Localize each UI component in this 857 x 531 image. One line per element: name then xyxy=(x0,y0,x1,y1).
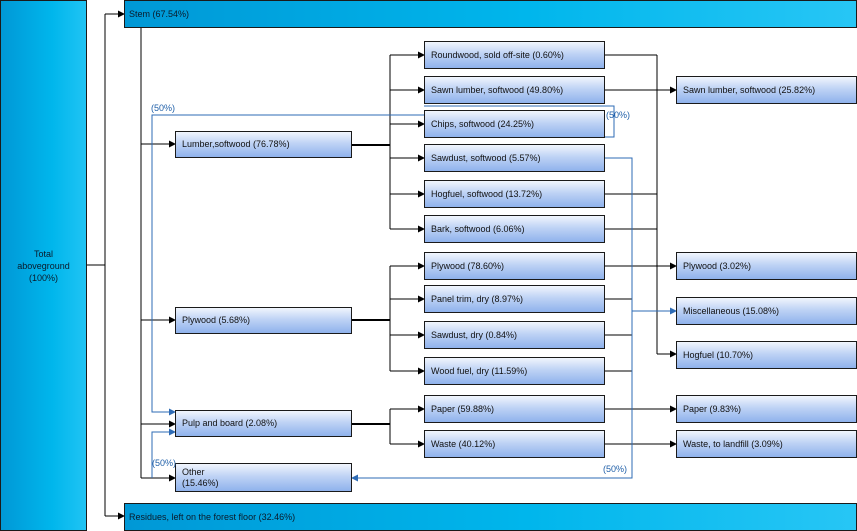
node-waste: Waste (40.12%) xyxy=(424,430,605,458)
node-hogfuel-softwood: Hogfuel, softwood (13.72%) xyxy=(424,180,605,208)
node-pulp-and-board: Pulp and board (2.08%) xyxy=(175,410,352,437)
node-sawn-lumber: Sawn lumber, softwood (49.80%) xyxy=(424,76,605,104)
final-sawn-lumber: Sawn lumber, softwood (25.82%) xyxy=(676,76,857,104)
final-hogfuel: Hogfuel (10.70%) xyxy=(676,341,857,369)
node-plywood-product-label: Plywood (78.60%) xyxy=(431,260,505,271)
node-bark-label: Bark, softwood (6.06%) xyxy=(431,223,525,234)
node-panel-trim: Panel trim, dry (8.97%) xyxy=(424,285,605,313)
node-chips-label: Chips, softwood (24.25%) xyxy=(431,118,535,129)
node-roundwood: Roundwood, sold off-site (0.60%) xyxy=(424,41,605,69)
node-paper: Paper (59.88%) xyxy=(424,395,605,423)
node-lumber-softwood-label: Lumber,softwood (76.78%) xyxy=(182,139,290,149)
recycle-label-sawdust: (50%) xyxy=(606,110,631,120)
node-sawn-lumber-label: Sawn lumber, softwood (49.80%) xyxy=(431,84,564,95)
node-sawdust-dry: Sawdust, dry (0.84%) xyxy=(424,321,605,349)
node-wood-fuel: Wood fuel, dry (11.59%) xyxy=(424,357,605,385)
node-roundwood-label: Roundwood, sold off-site (0.60%) xyxy=(431,49,564,60)
node-plywood: Plywood (5.68%) xyxy=(175,307,352,334)
recycle-label-other: (50%) xyxy=(152,458,177,468)
total-label-line2: aboveground xyxy=(17,260,70,271)
residues-label: Residues, left on the forest floor (32.4… xyxy=(129,512,296,522)
stem-label: Stem (67.54%) xyxy=(129,9,190,19)
node-sawdust-dry-label: Sawdust, dry (0.84%) xyxy=(431,329,518,340)
total-aboveground-box: Total aboveground (100%) xyxy=(0,0,87,531)
final-waste-landfill: Waste, to landfill (3.09%) xyxy=(676,430,857,458)
final-miscellaneous-label: Miscellaneous (15.08%) xyxy=(683,305,780,316)
total-label-line1: Total xyxy=(33,248,53,259)
final-miscellaneous: Miscellaneous (15.08%) xyxy=(676,297,857,325)
node-sawdust-softwood-label: Sawdust, softwood (5.57%) xyxy=(431,152,541,163)
final-plywood-label: Plywood (3.02%) xyxy=(683,260,752,271)
final-waste-landfill-label: Waste, to landfill (3.09%) xyxy=(683,438,783,449)
node-pulp-and-board-label: Pulp and board (2.08%) xyxy=(182,418,278,428)
final-plywood: Plywood (3.02%) xyxy=(676,252,857,280)
node-other-label-line1: Other xyxy=(182,466,205,477)
node-chips: Chips, softwood (24.25%) xyxy=(424,110,605,138)
node-panel-trim-label: Panel trim, dry (8.97%) xyxy=(431,293,524,304)
node-plywood-product: Plywood (78.60%) xyxy=(424,252,605,280)
residues-bar: Residues, left on the forest floor (32.4… xyxy=(124,503,857,531)
final-sawn-lumber-label: Sawn lumber, softwood (25.82%) xyxy=(683,84,816,95)
node-bark: Bark, softwood (6.06%) xyxy=(424,215,605,243)
node-sawdust-softwood: Sawdust, softwood (5.57%) xyxy=(424,144,605,172)
recycle-label-bottom: (50%) xyxy=(603,464,628,474)
recycle-label-chips: (50%) xyxy=(151,103,176,113)
node-paper-label: Paper (59.88%) xyxy=(431,403,495,414)
final-paper-label: Paper (9.83%) xyxy=(683,403,742,414)
stem-bar: Stem (67.54%) xyxy=(124,0,857,28)
node-hogfuel-softwood-label: Hogfuel, softwood (13.72%) xyxy=(431,188,543,199)
node-other-label-line2: (15.46%) xyxy=(182,477,219,488)
final-paper: Paper (9.83%) xyxy=(676,395,857,423)
node-wood-fuel-label: Wood fuel, dry (11.59%) xyxy=(431,365,528,376)
node-plywood-label: Plywood (5.68%) xyxy=(182,315,251,325)
node-lumber-softwood: Lumber,softwood (76.78%) xyxy=(175,131,352,158)
node-waste-label: Waste (40.12%) xyxy=(431,438,496,449)
final-hogfuel-label: Hogfuel (10.70%) xyxy=(683,349,754,360)
node-other: Other (15.46%) xyxy=(175,463,352,492)
total-label-line3: (100%) xyxy=(28,272,58,283)
